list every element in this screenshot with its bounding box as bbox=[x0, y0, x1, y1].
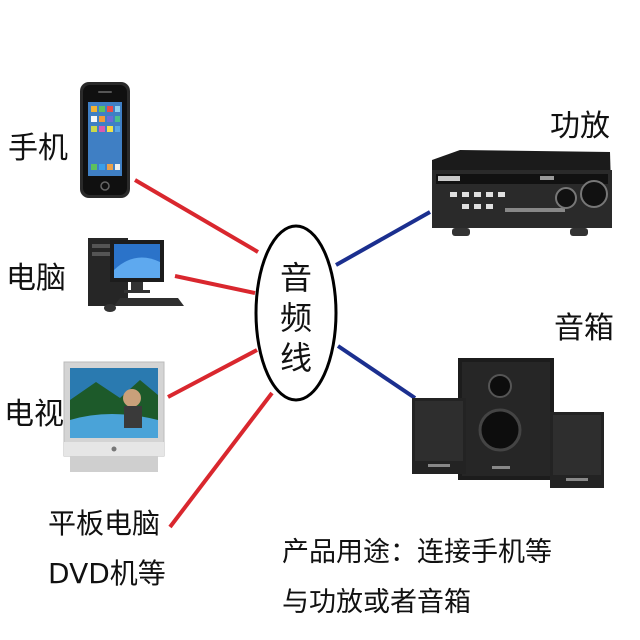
desktop-computer-icon bbox=[88, 238, 184, 312]
label-computer: 电脑 bbox=[6, 261, 66, 296]
connector-tv bbox=[167, 348, 258, 399]
usage-description-line1: 产品用途：连接手机等 bbox=[282, 537, 552, 568]
label-tv: 电视 bbox=[4, 397, 64, 432]
connector-tablet bbox=[168, 391, 274, 529]
amplifier-icon bbox=[432, 150, 612, 236]
connector-phone bbox=[133, 178, 260, 254]
connector-computer bbox=[174, 274, 256, 295]
label-phone: 手机 bbox=[8, 131, 68, 166]
audio-cable-ellipse bbox=[254, 224, 338, 402]
label-tablet: 平板电脑 bbox=[48, 507, 161, 540]
center-char-2: 频 bbox=[279, 299, 312, 337]
audio-cable-label: 音 频 线 bbox=[266, 258, 326, 378]
speaker-system-icon bbox=[412, 358, 604, 488]
connector-amplifier bbox=[335, 210, 431, 267]
usage-description-line2: 与功放或者音箱 bbox=[282, 587, 471, 618]
label-speakers: 音箱 bbox=[554, 311, 614, 346]
center-char-3: 线 bbox=[279, 339, 312, 377]
smartphone-icon bbox=[80, 82, 130, 198]
label-dvd: DVD机等 bbox=[48, 557, 166, 590]
tv-icon bbox=[63, 361, 165, 472]
connector-speakers bbox=[336, 344, 417, 400]
center-char-1: 音 bbox=[279, 259, 312, 297]
label-amplifier: 功放 bbox=[550, 109, 610, 144]
